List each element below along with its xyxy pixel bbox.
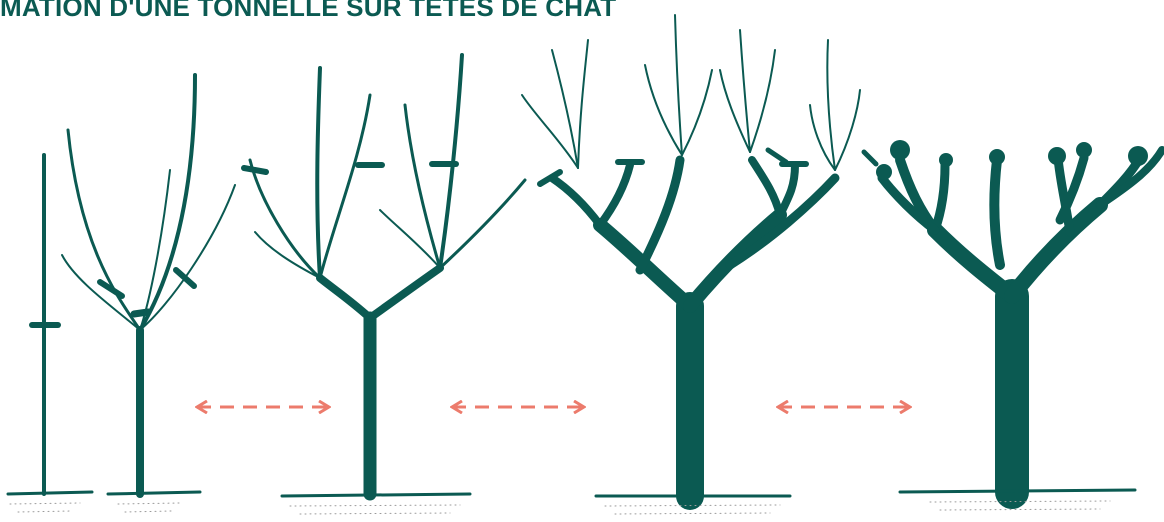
soil-icon xyxy=(929,500,1111,511)
soil-icon xyxy=(9,502,81,513)
soil-icon xyxy=(289,504,461,515)
diagram-title: MATION D'UNE TONNELLE SUR TÊTES DE CHAT xyxy=(0,0,617,22)
soil-icon xyxy=(604,504,781,515)
soil-icon xyxy=(117,502,181,513)
branching-tree-pruned-icon xyxy=(241,53,527,515)
pollard-cat-heads-tree-icon xyxy=(876,140,1164,511)
whip-sapling-icon xyxy=(6,153,94,513)
mature-tree-with-shoots-icon xyxy=(521,14,879,515)
young-tree-pruned-icon xyxy=(61,73,236,513)
